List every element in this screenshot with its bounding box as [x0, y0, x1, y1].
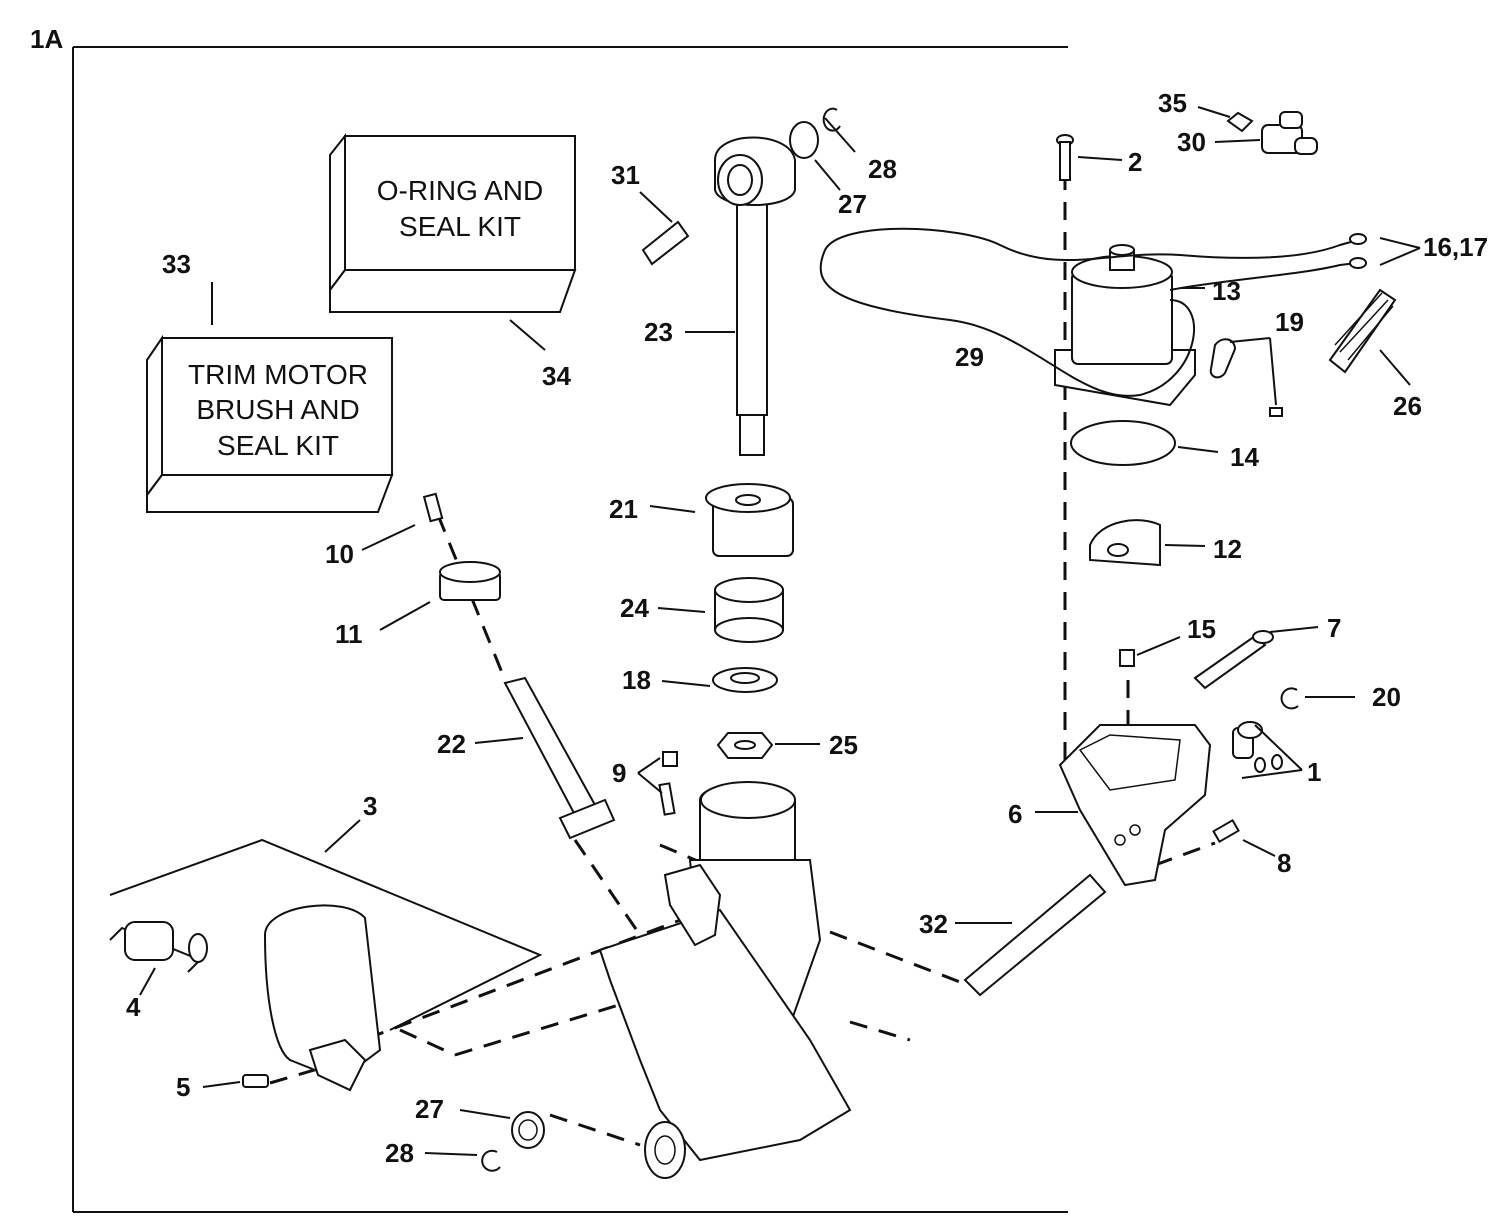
callout-35: 35	[1158, 88, 1187, 118]
part-8-screw	[1212, 818, 1240, 844]
part-1-valve	[1232, 721, 1283, 773]
part-18-washer	[712, 667, 778, 693]
callout-6: 6	[1008, 799, 1022, 829]
callout-14: 14	[1230, 442, 1259, 472]
part-12-plate	[1089, 519, 1161, 567]
callout-22: 22	[437, 729, 466, 759]
part-32-pin	[963, 873, 1107, 997]
part-3-reservoir	[109, 838, 543, 1092]
part-26-sleeve	[1328, 288, 1397, 374]
assembly-dashed-lines	[269, 172, 1216, 1147]
callout-12: 12	[1213, 534, 1242, 564]
callout-23: 23	[644, 317, 673, 347]
part-21-cylinder-cap	[705, 483, 794, 557]
part-24-piston	[714, 577, 784, 643]
callout-28-upper: 28	[868, 154, 897, 184]
callout-18: 18	[622, 665, 651, 695]
callout-21: 21	[609, 494, 638, 524]
callout-33: 33	[162, 249, 191, 279]
callout-10: 10	[325, 539, 354, 569]
callout-28-lower: 28	[385, 1138, 414, 1168]
callout-31: 31	[611, 160, 640, 190]
callout-30: 30	[1177, 127, 1206, 157]
part-2-screw	[1056, 134, 1074, 181]
callout-1: 1	[1307, 757, 1321, 787]
callout-29: 29	[955, 342, 984, 372]
callout-3: 3	[363, 791, 377, 821]
part-22-tube	[503, 676, 616, 840]
part-15-fitting	[1119, 649, 1135, 667]
callout-4: 4	[126, 992, 141, 1022]
callout-5: 5	[176, 1072, 190, 1102]
callout-24: 24	[620, 593, 649, 623]
callout-11: 11	[335, 619, 363, 649]
callout-9: 9	[612, 758, 626, 788]
callout-8: 8	[1277, 848, 1291, 878]
part-11-plug	[439, 561, 501, 601]
part-23-piston-rod	[714, 136, 796, 456]
part-10-screw	[422, 492, 444, 523]
figure-id: 1A	[30, 24, 63, 54]
part-14-oring	[1070, 420, 1176, 466]
diagram-frame	[72, 46, 1068, 1213]
callout-34: 34	[542, 361, 571, 391]
trim-cylinder-housing	[598, 781, 852, 1179]
callout-20: 20	[1372, 682, 1401, 712]
oring-seal-kit-box: O-RING AND SEAL KIT	[329, 133, 577, 313]
callout-7: 7	[1327, 613, 1341, 643]
part-5-screw	[242, 1074, 269, 1088]
callout-25: 25	[829, 730, 858, 760]
callout-32: 32	[919, 909, 948, 939]
part-27-bushing-lower	[511, 1111, 545, 1149]
trim-motor-kit-box: TRIM MOTOR BRUSH AND SEAL KIT	[146, 334, 394, 513]
leader-lines	[139, 106, 1421, 1156]
kit-label-line: SEAL KIT	[217, 430, 339, 461]
part-7-bolt	[1193, 630, 1274, 690]
callout-15: 15	[1187, 614, 1216, 644]
callout-27-lower: 27	[415, 1094, 444, 1124]
part-27-bushing	[789, 121, 819, 159]
part-29-wire-harness	[819, 227, 1367, 397]
part-20-retaining-ring	[1280, 687, 1299, 710]
part-6-pump-body	[1058, 724, 1212, 887]
part-28-retaining-ring-lower	[481, 1149, 501, 1172]
kit-label-line: O-RING AND	[377, 175, 543, 206]
part-25-nut	[716, 732, 774, 759]
callout-13: 13	[1212, 276, 1241, 306]
kit-label-line: BRUSH AND	[196, 394, 359, 425]
callout-26: 26	[1393, 391, 1422, 421]
part-19-clamp	[1209, 338, 1283, 417]
kit-label-line: SEAL KIT	[399, 211, 521, 242]
part-31-pin	[641, 220, 690, 266]
part-13-trim-motor	[1054, 244, 1196, 407]
part-4-bearing	[109, 921, 208, 973]
part-30-connector	[1261, 111, 1318, 155]
callout-27-upper: 27	[838, 189, 867, 219]
callout-16-17: 16,17	[1423, 232, 1488, 262]
part-9-valve	[658, 751, 678, 816]
callout-2: 2	[1128, 147, 1142, 177]
part-35-clip	[1226, 111, 1254, 133]
callout-labels: 1 2 3 4 5 6 7 8 9 10 11 12 13 14 15 16,1…	[126, 88, 1488, 1168]
callout-19: 19	[1275, 307, 1304, 337]
kit-label-line: TRIM MOTOR	[188, 359, 368, 390]
